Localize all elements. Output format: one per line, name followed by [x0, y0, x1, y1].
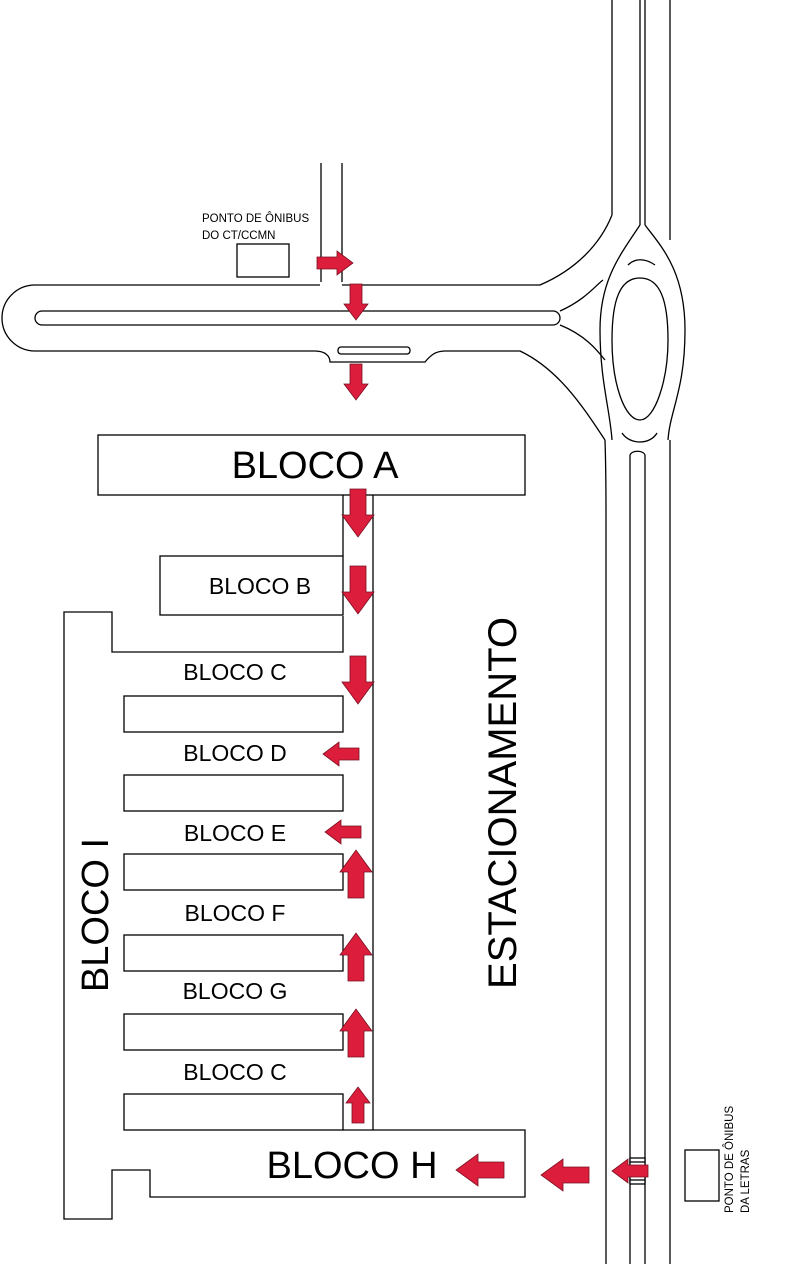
- bloco-g-label: BLOCO G: [183, 978, 288, 1004]
- bus-stop-ct-label-1: PONTO DE ÔNIBUS: [202, 212, 309, 225]
- arrow-left-icon: [322, 741, 360, 767]
- bus-stop-ct: PONTO DE ÔNIBUS DO CT/CCMN: [202, 212, 309, 278]
- bloco-f-label: BLOCO F: [185, 900, 286, 926]
- highway-west-curve: [604, 439, 607, 516]
- bloco-a-label: BLOCO A: [232, 445, 399, 487]
- arrow-left-icon: [455, 1153, 505, 1187]
- wing-f: [123, 934, 344, 972]
- bloco-d-label: BLOCO D: [183, 740, 287, 766]
- wing-e: [123, 853, 344, 891]
- roundabout-outer: [599, 224, 686, 441]
- bloco-b-building: [159, 555, 344, 616]
- arrow-right-icon: [316, 250, 354, 276]
- arrow-up-icon: [339, 849, 373, 899]
- bloco-a-building: [97, 434, 526, 496]
- arrow-down-icon: [341, 488, 375, 538]
- wing-c2: [123, 1093, 344, 1131]
- arrow-up-icon: [339, 1008, 373, 1058]
- buildings: BLOCO A BLOCO B BLOCO C BLOCO D BLOCO E …: [63, 434, 526, 1220]
- highway-median-join: [629, 450, 646, 456]
- roundabout-island: [611, 277, 669, 421]
- horizontal-road-outer: [1, 284, 606, 441]
- wing-c: [123, 695, 344, 733]
- bus-stop-ct-label-2: DO CT/CCMN: [202, 230, 275, 242]
- median-branch-up: [559, 279, 604, 312]
- road-network: [1, 0, 686, 1264]
- horizontal-road-top-edge: [342, 214, 613, 286]
- arrow-down-icon: [343, 363, 369, 401]
- bloco-i-label: BLOCO I: [75, 838, 117, 992]
- roundabout-inner-curve: [621, 259, 658, 443]
- bus-stop-letras-box: [684, 1149, 720, 1202]
- bloco-i-building: [63, 611, 526, 1220]
- arrow-up-icon: [339, 932, 373, 982]
- parking-label: ESTACIONAMENTO: [481, 617, 525, 989]
- bloco-h-label: BLOCO H: [266, 1145, 437, 1187]
- bus-stop-letras-label-2: DA LETRAS: [740, 1149, 752, 1213]
- bloco-c-label: BLOCO C: [183, 659, 287, 685]
- arrow-left-icon: [324, 819, 362, 845]
- bus-stop-ct-box: [236, 243, 290, 278]
- bus-bay: [337, 346, 411, 355]
- bus-stop-letras: PONTO DE ÔNIBUS DA LETRAS: [684, 1106, 752, 1213]
- road-median: [34, 310, 561, 326]
- arrow-down-icon: [341, 655, 375, 705]
- arrow-down-icon: [341, 565, 375, 615]
- median-branch-down: [559, 324, 606, 361]
- arrow-left-icon: [540, 1158, 590, 1192]
- bloco-c2-label: BLOCO C: [183, 1059, 287, 1085]
- wing-d: [123, 774, 344, 812]
- arrow-up-icon: [345, 1086, 371, 1124]
- wing-g: [123, 1013, 344, 1051]
- bloco-e-label: BLOCO E: [184, 820, 286, 846]
- bloco-b-label: BLOCO B: [209, 573, 311, 599]
- bus-stop-letras-label-1: PONTO DE ÔNIBUS: [723, 1106, 736, 1213]
